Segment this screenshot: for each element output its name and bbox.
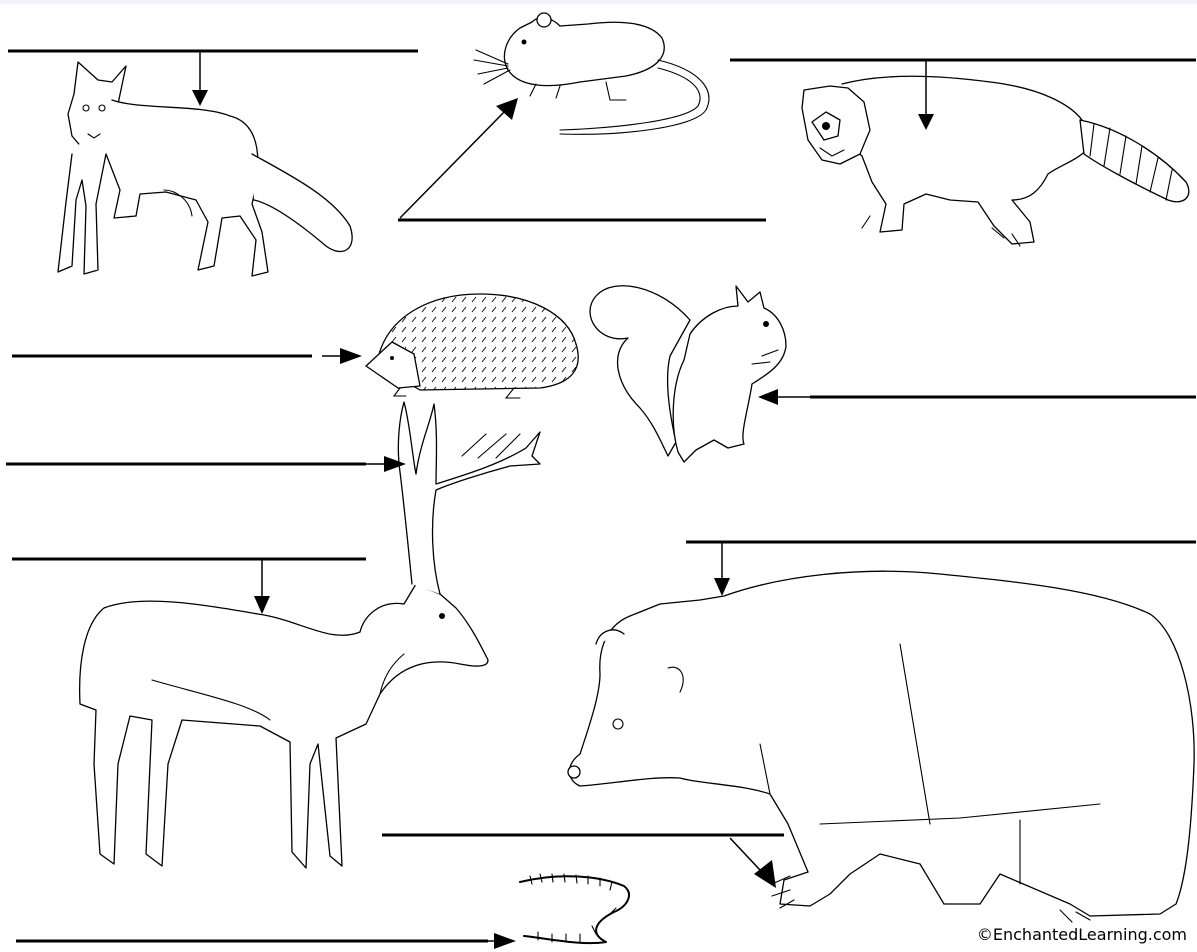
fox-label-line[interactable] [8,51,418,106]
hedgehog-label-line[interactable] [12,348,362,364]
worm-illustration [520,874,629,943]
mouse-label-line[interactable] [398,98,766,220]
animal-label-diagram [0,4,1197,952]
antlers-label-line[interactable] [6,456,406,472]
worm-label-line[interactable] [16,933,516,949]
deer-illustration [80,402,540,868]
squirrel-illustration [590,286,786,462]
copyright-credit: ©EnchantedLearning.com [977,925,1187,944]
squirrel-label-line[interactable] [758,389,1196,405]
raccoon-illustration [802,76,1189,246]
bear-illustration [568,571,1194,922]
hedgehog-illustration [366,294,578,398]
